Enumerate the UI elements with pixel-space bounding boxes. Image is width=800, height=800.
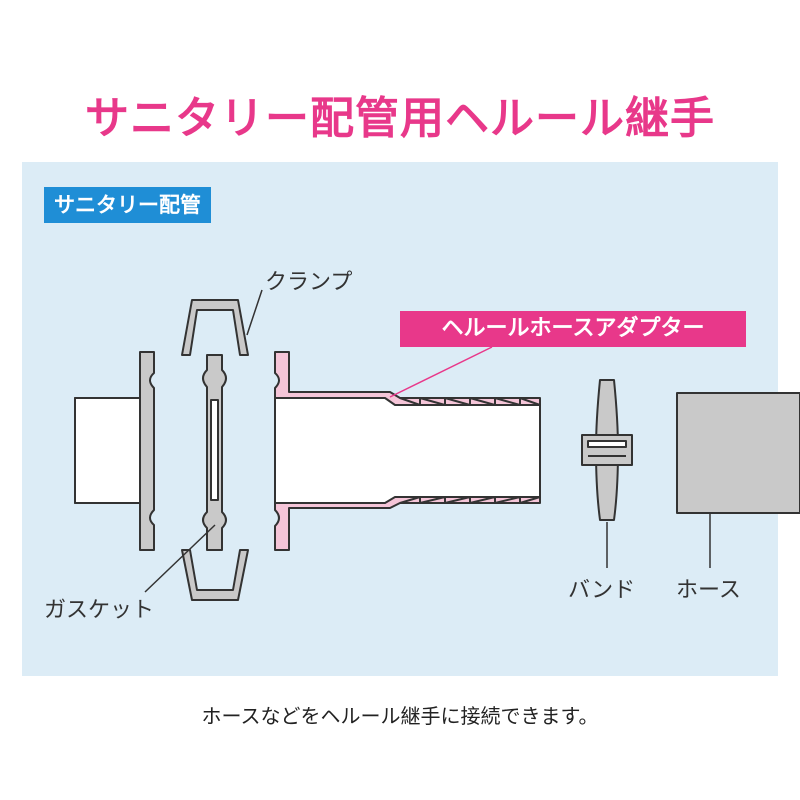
left-ferrule: [74, 351, 155, 551]
ferrule-hose-adapter: [274, 351, 541, 551]
hose: [676, 392, 800, 514]
page-title: サニタリー配管用ヘルール継手: [85, 93, 715, 144]
hose-label: ホース: [676, 578, 741, 603]
adapter-leader-line: [389, 346, 493, 398]
gasket-leader-line: [144, 524, 216, 593]
clamp-leader-line: [246, 289, 263, 336]
section-label-sanitary-pipe: サニタリー配管: [44, 187, 211, 223]
clamp: [181, 299, 249, 601]
band-label: バンド: [568, 578, 636, 603]
gasket-label: ガスケット: [44, 598, 155, 623]
adapter-label: ヘルールホースアダプター: [400, 311, 746, 347]
clamp-label: クランプ: [265, 270, 353, 295]
gasket: [202, 354, 227, 551]
band: [581, 379, 633, 521]
caption: ホースなどをヘルール継手に接続できます。: [201, 704, 599, 728]
